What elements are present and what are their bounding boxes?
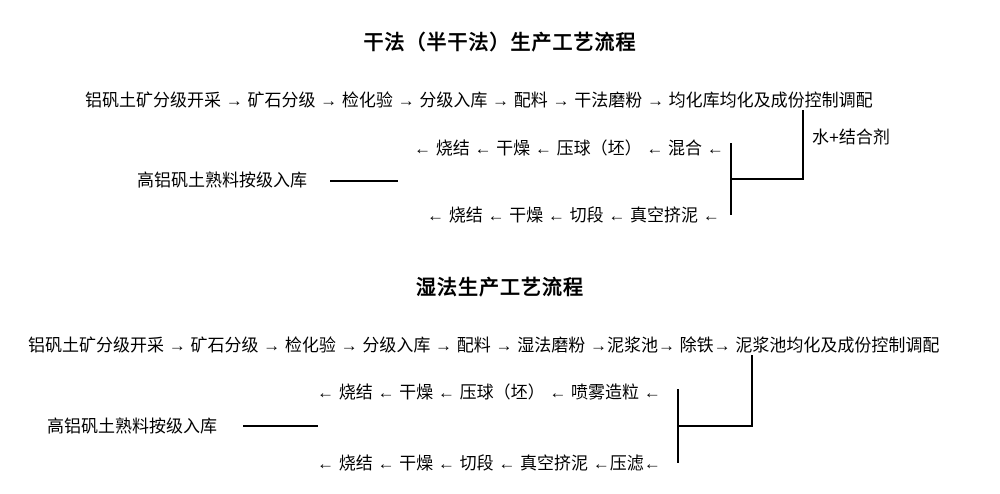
wet-storage-connector-line [243,425,318,427]
dry-process-title: 干法（半干法）生产工艺流程 [363,32,637,54]
wet-process-title: 湿法生产工艺流程 [416,277,584,299]
wet-extrusion-flow-text: ← 烧结 ← 干燥 ← 切段 ← 真空挤泥 ←压滤← [317,454,661,473]
dry-additive-label: 水+结合剂 [812,128,890,147]
wet-branch-horizontal-line [677,425,753,427]
dry-storage-label: 高铝矾土熟料按级入库 [137,171,307,190]
dry-pressing-flow-text: ← 烧结 ← 干燥 ← 压球（坯） ← 混合 ← [414,139,724,158]
wet-storage-label: 高铝矾土熟料按级入库 [47,417,217,436]
wet-feed-vertical-line [751,355,753,427]
dry-storage-connector-line [330,180,398,182]
dry-feed-vertical-line [802,110,804,180]
wet-pressing-flow-text: ← 烧结 ← 干燥 ← 压球（坯） ← 喷雾造粒 ← [317,383,661,402]
dry-branch-horizontal-line [730,178,804,180]
dry-extrusion-flow-text: ← 烧结 ← 干燥 ← 切段 ← 真空挤泥 ← [427,206,720,225]
dry-main-flow-text: 铝矾土矿分级开采 → 矿石分级 → 检化验 → 分级入库 → 配料 → 干法磨粉… [85,91,873,110]
wet-main-flow-text: 铝矾土矿分级开采 → 矿石分级 → 检化验 → 分级入库 → 配料 → 湿法磨粉… [28,336,940,355]
